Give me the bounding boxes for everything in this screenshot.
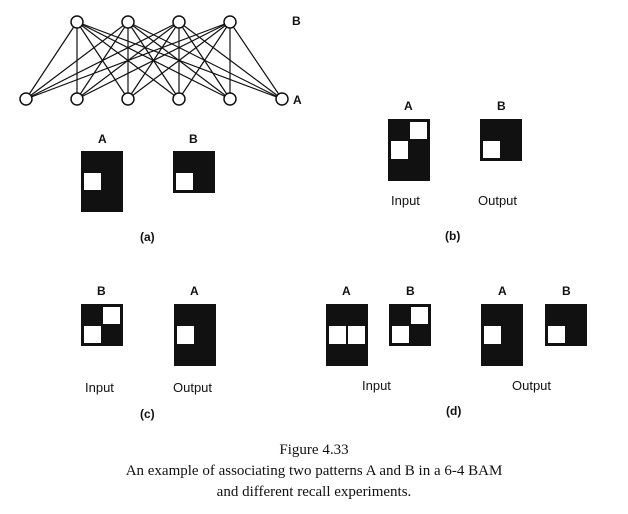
panel-a-tag: (a) <box>140 230 155 244</box>
panel-d-label-b-input: B <box>406 284 415 298</box>
panel-c-tag: (c) <box>140 407 155 421</box>
panel-a-pattern-b <box>173 151 215 193</box>
connection-b3-a1 <box>25 21 180 100</box>
connection-b4-a2 <box>76 21 231 100</box>
panel-d-tag: (d) <box>446 404 462 418</box>
panel-a-pattern-a <box>81 151 123 212</box>
panel-c-input-label: Input <box>85 380 114 395</box>
connection-b4-a3 <box>127 21 231 100</box>
connection-b2-a1 <box>25 21 129 100</box>
panel-d-label-a-input: A <box>342 284 351 298</box>
panel-c-input-pattern-b <box>81 304 123 346</box>
layer-a-neuron-6 <box>275 92 289 106</box>
connection-b4-a6 <box>229 21 283 100</box>
layer-a-neuron-5 <box>223 92 237 106</box>
panel-b-label-a: A <box>404 99 413 113</box>
panel-c-label-a: A <box>190 284 199 298</box>
layer-a-label: A <box>293 93 302 107</box>
layer-b-neuron-3 <box>172 15 186 29</box>
layer-b-neuron-1 <box>70 15 84 29</box>
layer-b-neuron-2 <box>121 15 135 29</box>
panel-c-label-b: B <box>97 284 106 298</box>
connection-b4-a1 <box>25 21 231 100</box>
layer-b-label: B <box>292 14 301 28</box>
panel-d-output-pattern-a <box>481 304 523 366</box>
layer-a-neuron-1 <box>19 92 33 106</box>
panel-b-tag: (b) <box>445 229 461 243</box>
connection-b4-a4 <box>178 21 231 100</box>
panel-d-output-pattern-b <box>545 304 587 346</box>
panel-d-label-a-output: A <box>498 284 507 298</box>
panel-c-output-pattern-a <box>174 304 216 366</box>
panel-d-input-pattern-b <box>389 304 431 346</box>
panel-a-label-b: B <box>189 132 198 146</box>
panel-d-label-b-output: B <box>562 284 571 298</box>
panel-b-label-b: B <box>497 99 506 113</box>
panel-b-input-label: Input <box>391 193 420 208</box>
panel-c-output-label: Output <box>173 380 213 395</box>
panel-d-input-label: Input <box>362 378 391 393</box>
layer-b-neuron-4 <box>223 15 237 29</box>
panel-a-label-a: A <box>98 132 107 146</box>
panel-b-output-pattern-b <box>480 119 522 161</box>
figure-caption-line2: and different recall experiments. <box>216 484 412 500</box>
layer-a-neuron-4 <box>172 92 186 106</box>
connection-b1-a1 <box>25 21 78 100</box>
figure-number: Figure 4.33 <box>279 442 349 458</box>
panel-b-input-pattern-a <box>388 119 430 181</box>
layer-a-neuron-3 <box>121 92 135 106</box>
layer-a-neuron-2 <box>70 92 84 106</box>
panel-b-output-label: Output <box>478 193 518 208</box>
figure-caption-line1: An example of associating two patterns A… <box>125 463 503 479</box>
panel-d-input-pattern-a <box>326 304 368 366</box>
panel-d-output-label: Output <box>512 378 552 393</box>
